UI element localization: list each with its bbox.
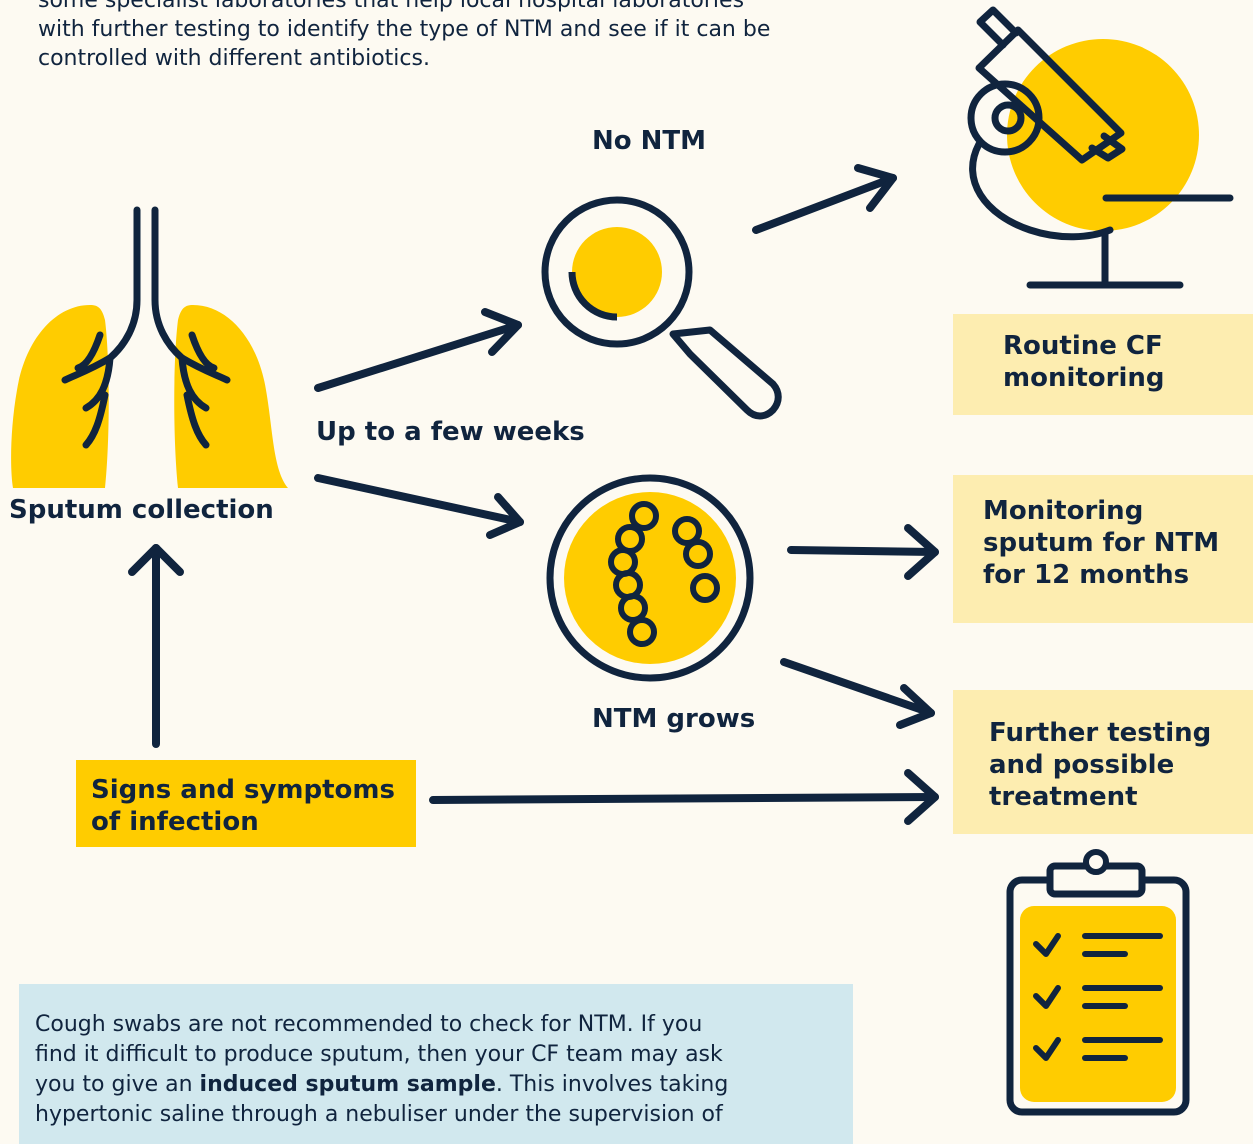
left-lung-lobe xyxy=(11,305,109,488)
arrow-to-no-ntm xyxy=(314,308,522,392)
arrow-signs-to-further xyxy=(429,769,939,825)
outcome-monitoring-box: Monitoring sputum for NTM for 12 months xyxy=(953,475,1253,623)
outcome-further-box: Further testing and possible treatment xyxy=(953,690,1253,834)
note-line: Cough swabs are not recommended to check… xyxy=(35,1012,703,1037)
note-line: hypertonic saline through a nebuliser un… xyxy=(35,1102,723,1127)
signs-line: of infection xyxy=(91,807,259,837)
arrow-to-monitoring xyxy=(787,524,939,580)
induced-sputum-note: Cough swabs are not recommended to check… xyxy=(19,984,853,1144)
outcome-further-line: Further testing xyxy=(989,718,1212,748)
signs-symptoms-box: Signs and symptoms of infection xyxy=(76,760,416,847)
no-ntm-label: No NTM xyxy=(592,126,707,156)
sputum-collection-label: Sputum collection xyxy=(9,495,274,525)
outcome-routine-line: Routine CF xyxy=(1003,331,1163,361)
intro-line: some specialist laboratories that help l… xyxy=(38,0,745,13)
arrows xyxy=(128,164,939,825)
flow-diagram xyxy=(11,6,1234,1116)
arrow-signs-to-sputum xyxy=(128,544,184,748)
arrow-to-further-testing xyxy=(780,658,935,729)
induced-sputum-term: induced sputum sample xyxy=(199,1072,496,1097)
outcome-further-line: and possible xyxy=(989,750,1175,780)
intro-text: some specialist laboratories that help l… xyxy=(38,0,858,73)
outcome-monitoring-line: Monitoring xyxy=(983,496,1144,526)
intro-line: with further testing to identify the typ… xyxy=(38,17,771,42)
ntm-grows-label: NTM grows xyxy=(592,704,756,734)
microscope-icon xyxy=(967,6,1234,289)
outcome-monitoring-line: sputum for NTM xyxy=(983,528,1220,558)
magnifier-icon xyxy=(541,196,782,420)
outcome-routine-line: monitoring xyxy=(1003,363,1165,393)
note-line: you to give an induced sputum sample. Th… xyxy=(35,1070,837,1100)
arrow-to-ntm-grows xyxy=(314,474,524,539)
intro-line: controlled with different antibiotics. xyxy=(38,46,430,71)
outcome-further-line: treatment xyxy=(989,782,1138,812)
bacteria-chain-icon xyxy=(608,501,720,647)
note-text: you to give an xyxy=(35,1072,200,1097)
petri-dish-icon xyxy=(546,474,754,682)
clipboard-icon xyxy=(1006,849,1190,1116)
arrow-to-routine xyxy=(752,164,897,234)
outcome-monitoring-line: for 12 months xyxy=(983,560,1190,590)
time-label: Up to a few weeks xyxy=(316,417,585,447)
signs-line: Signs and symptoms xyxy=(91,775,395,805)
note-line: find it difficult to produce sputum, the… xyxy=(35,1042,723,1067)
note-text: . This involves taking xyxy=(495,1072,729,1097)
lungs-icon xyxy=(11,206,288,488)
outcome-routine-box: Routine CF monitoring xyxy=(953,314,1253,415)
checklist-lines xyxy=(1033,933,1163,1061)
